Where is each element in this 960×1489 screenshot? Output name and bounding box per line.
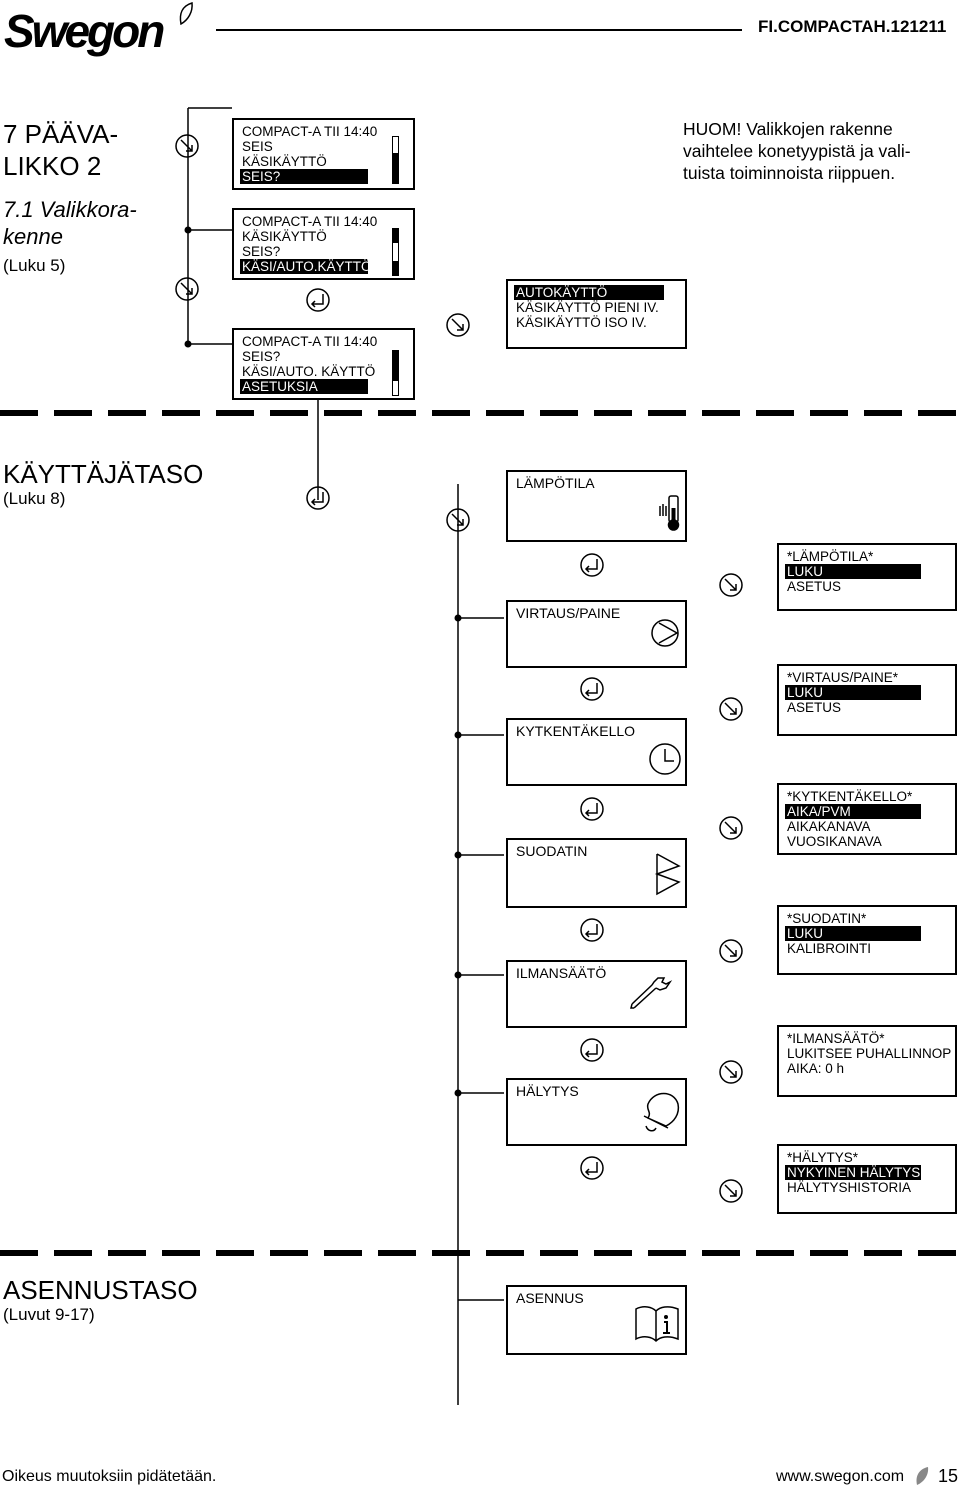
section-title-user-level: KÄYTTÄJÄTASO — [3, 459, 204, 489]
manual-info-icon — [635, 1306, 679, 1343]
submenu-temperature[interactable]: *LÄMPÖTILA* LUKU ASETUS — [777, 543, 957, 611]
menu-timer[interactable]: KYTKENTÄKELLO — [506, 718, 687, 786]
selected-item: NYKYINEN HÄLYTYS — [785, 1165, 921, 1180]
section-subtitle: 7.1 Valikkora- kenne — [3, 197, 137, 249]
leaf-icon — [179, 2, 193, 26]
scrollbar — [392, 136, 399, 184]
selected-item: LUKU — [785, 564, 921, 579]
section-title-install-level: ASENNUSTASO — [3, 1275, 198, 1305]
submenu-airflow-pressure[interactable]: *VIRTAUS/PAINE* LUKU ASETUS — [777, 664, 957, 736]
lcd-screen-settings[interactable]: COMPACT-A TII 14:40 SEIS? KÄSI/AUTO. KÄY… — [232, 328, 415, 400]
menu-temperature[interactable]: LÄMPÖTILA — [506, 470, 687, 542]
section-ref: (Luku 5) — [3, 256, 66, 275]
scrollbar — [392, 350, 399, 396]
fan-icon — [651, 619, 679, 647]
selected-item: SEIS? — [240, 169, 368, 184]
selected-item: AUTOKÄYTTÖ — [514, 285, 664, 300]
section-ref: (Luku 8) — [3, 489, 66, 508]
section-ref: (Luvut 9-17) — [3, 1305, 95, 1324]
menu-alarm[interactable]: HÄLYTYS — [506, 1078, 687, 1146]
selected-item: AIKA/PVM — [785, 804, 921, 819]
section-divider — [0, 1250, 960, 1256]
bell-icon — [643, 1092, 680, 1132]
menu-air-control[interactable]: ILMANSÄÄTÖ — [506, 960, 687, 1028]
document-id: FI.COMPACTAH.121211 — [758, 17, 947, 36]
footer-url[interactable]: www.swegon.com — [776, 1468, 905, 1485]
thermometer-icon — [659, 495, 680, 531]
header-rule — [216, 29, 742, 31]
lcd-screen-auto-mode[interactable]: AUTOKÄYTTÖ KÄSIKÄYTTÖ PIENI IV. KÄSIKÄYT… — [506, 279, 687, 349]
menu-airflow-pressure[interactable]: VIRTAUS/PAINE — [506, 600, 687, 668]
section-divider — [0, 410, 960, 416]
selected-item: LUKU — [785, 926, 921, 941]
scrollbar — [392, 228, 399, 276]
section-title: 7 PÄÄVA- LIKKO 2 — [3, 119, 119, 181]
lcd-screen-stop[interactable]: COMPACT-A TII 14:40 SEIS KÄSIKÄYTTÖ SEIS… — [232, 118, 415, 190]
page-number: 15 — [938, 1466, 959, 1486]
clock-icon — [649, 743, 681, 775]
submenu-alarm[interactable]: *HÄLYTYS* NYKYINEN HÄLYTYS HÄLYTYSHISTOR… — [777, 1144, 957, 1214]
selected-item: KÄSI/AUTO.KÄYTTÖ — [240, 259, 372, 274]
leaf-icon — [916, 1467, 929, 1485]
menu-installation[interactable]: ASENNUS — [506, 1285, 687, 1355]
submenu-filter[interactable]: *SUODATIN* LUKU KALIBROINTI — [777, 905, 957, 975]
submenu-timer[interactable]: *KYTKENTÄKELLO* AIKA/PVM AIKAKANAVA VUOS… — [777, 783, 957, 855]
filter-icon — [654, 853, 681, 896]
note: HUOM! Valikkojen rakenne vaihtelee konet… — [683, 119, 911, 183]
submenu-air-control[interactable]: *ILMANSÄÄTÖ* LUKITSEE PUHALLINNOP AIKA: … — [777, 1025, 957, 1097]
menu-filter[interactable]: SUODATIN — [506, 838, 687, 908]
lcd-screen-manual[interactable]: COMPACT-A TII 14:40 KÄSIKÄYTTÖ SEIS? KÄS… — [232, 208, 415, 280]
selected-item: LUKU — [785, 685, 921, 700]
footer-disclaimer: Oikeus muutoksiin pidätetään. — [2, 1468, 217, 1485]
wrench-icon — [630, 977, 673, 1009]
swegon-logo: Swegon — [4, 5, 165, 57]
selected-item: ASETUKSIA — [240, 379, 368, 394]
